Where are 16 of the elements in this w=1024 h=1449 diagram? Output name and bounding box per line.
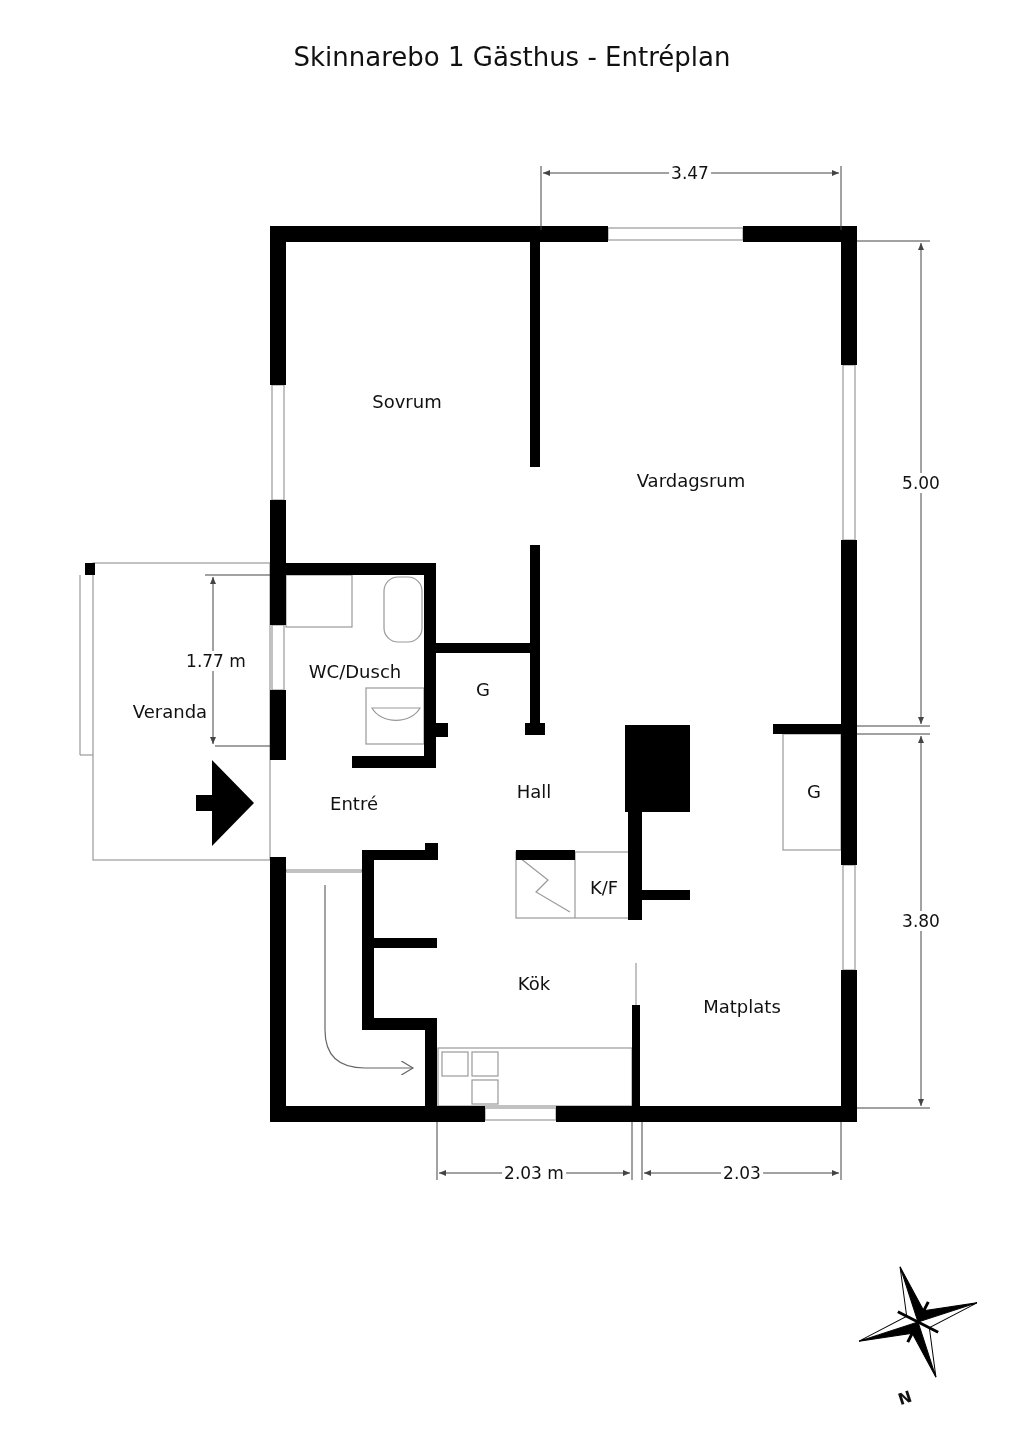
dimension-label: 5.00 [900,473,942,493]
room-label: Hall [516,780,552,802]
compass-letter: N [895,1386,915,1410]
room-label: Matplats [703,995,781,1017]
title: Skinnarebo 1 Gästhus - Entréplan [292,42,732,72]
room-label: Entré [330,792,378,814]
room-label: Veranda [132,700,208,722]
room-label: G [476,678,490,700]
room-label: WC/Dusch [308,660,402,682]
room-label: G [807,780,821,802]
dimension-label: 3.80 [900,911,942,931]
room-label: K/F [589,876,619,898]
room-label: Sovrum [372,390,442,412]
room-label: Kök [517,972,551,994]
dimension-label: 1.77 m [184,651,248,671]
room-label: Vardagsrum [636,469,746,491]
